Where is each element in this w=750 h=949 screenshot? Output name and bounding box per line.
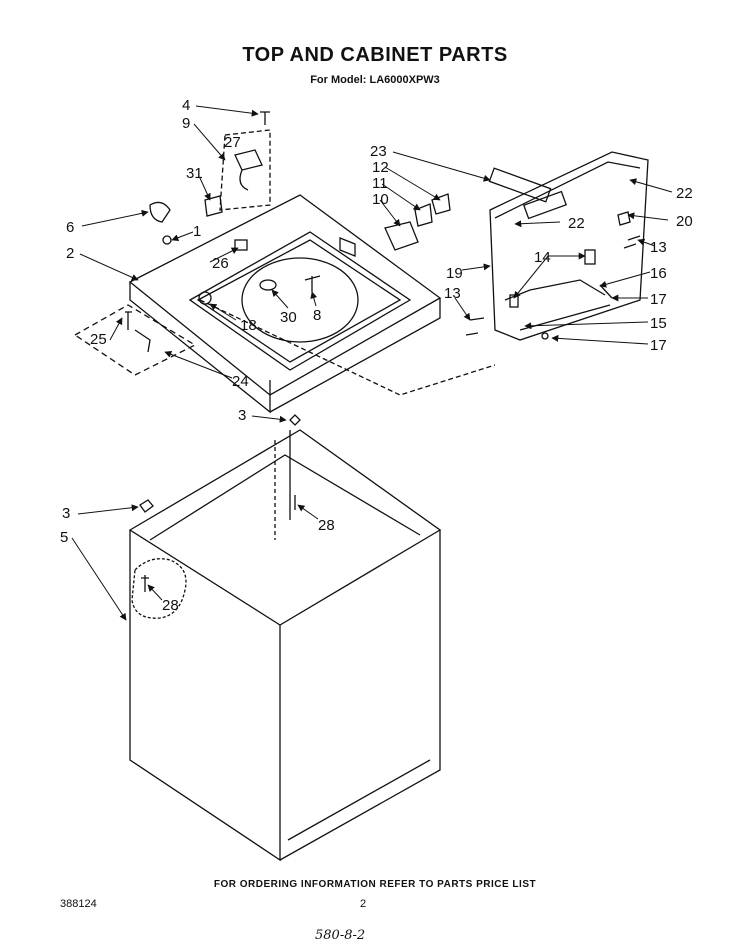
callout-13: 13 [650,239,667,256]
callout-15: 15 [650,315,667,332]
callout-26: 26 [212,255,229,272]
callout-11: 11 [372,175,388,192]
callout-13: 13 [444,285,461,302]
console-graphic-strip [488,167,552,203]
callout-2: 2 [66,245,74,262]
cabinet [128,429,442,862]
callout-24: 24 [232,373,249,390]
console-panel [489,151,649,341]
callout-17: 17 [650,337,667,354]
page-number: 2 [360,898,367,910]
callout-3: 3 [238,407,246,424]
callout-19: 19 [446,265,463,282]
callout-18: 18 [240,317,257,334]
handwritten-note: 580-8-2 [315,928,366,943]
callout-23: 23 [370,143,387,160]
ordering-note: FOR ORDERING INFORMATION REFER TO PARTS … [213,879,537,890]
callout-27: 27 [224,134,241,151]
washer-top-assembly [128,194,442,414]
page-title: TOP AND CABINET PARTS [242,44,508,66]
callout-3: 3 [62,505,70,522]
callout-1: 1 [193,223,201,240]
callout-20: 20 [676,213,693,230]
callout-6: 6 [66,219,74,236]
callout-17: 17 [650,291,667,308]
callout-30: 30 [280,309,297,326]
callout-28: 28 [318,517,335,534]
callout-9: 9 [182,115,190,132]
callout-10: 10 [372,191,389,208]
callout-22: 22 [568,215,585,232]
model-subtitle: For Model: LA6000XPW3 [310,74,440,86]
callout-4: 4 [182,97,190,114]
cabinet-cutout [131,558,187,619]
callout-25: 25 [90,331,107,348]
callout-14: 14 [534,249,551,266]
doc-number: 388124 [60,898,97,910]
callout-28: 28 [162,597,179,614]
callout-5: 5 [60,529,68,546]
callout-12: 12 [372,159,389,176]
callout-31: 31 [186,165,203,182]
callout-22: 22 [676,185,693,202]
callout-8: 8 [313,307,321,324]
callout-16: 16 [650,265,667,282]
